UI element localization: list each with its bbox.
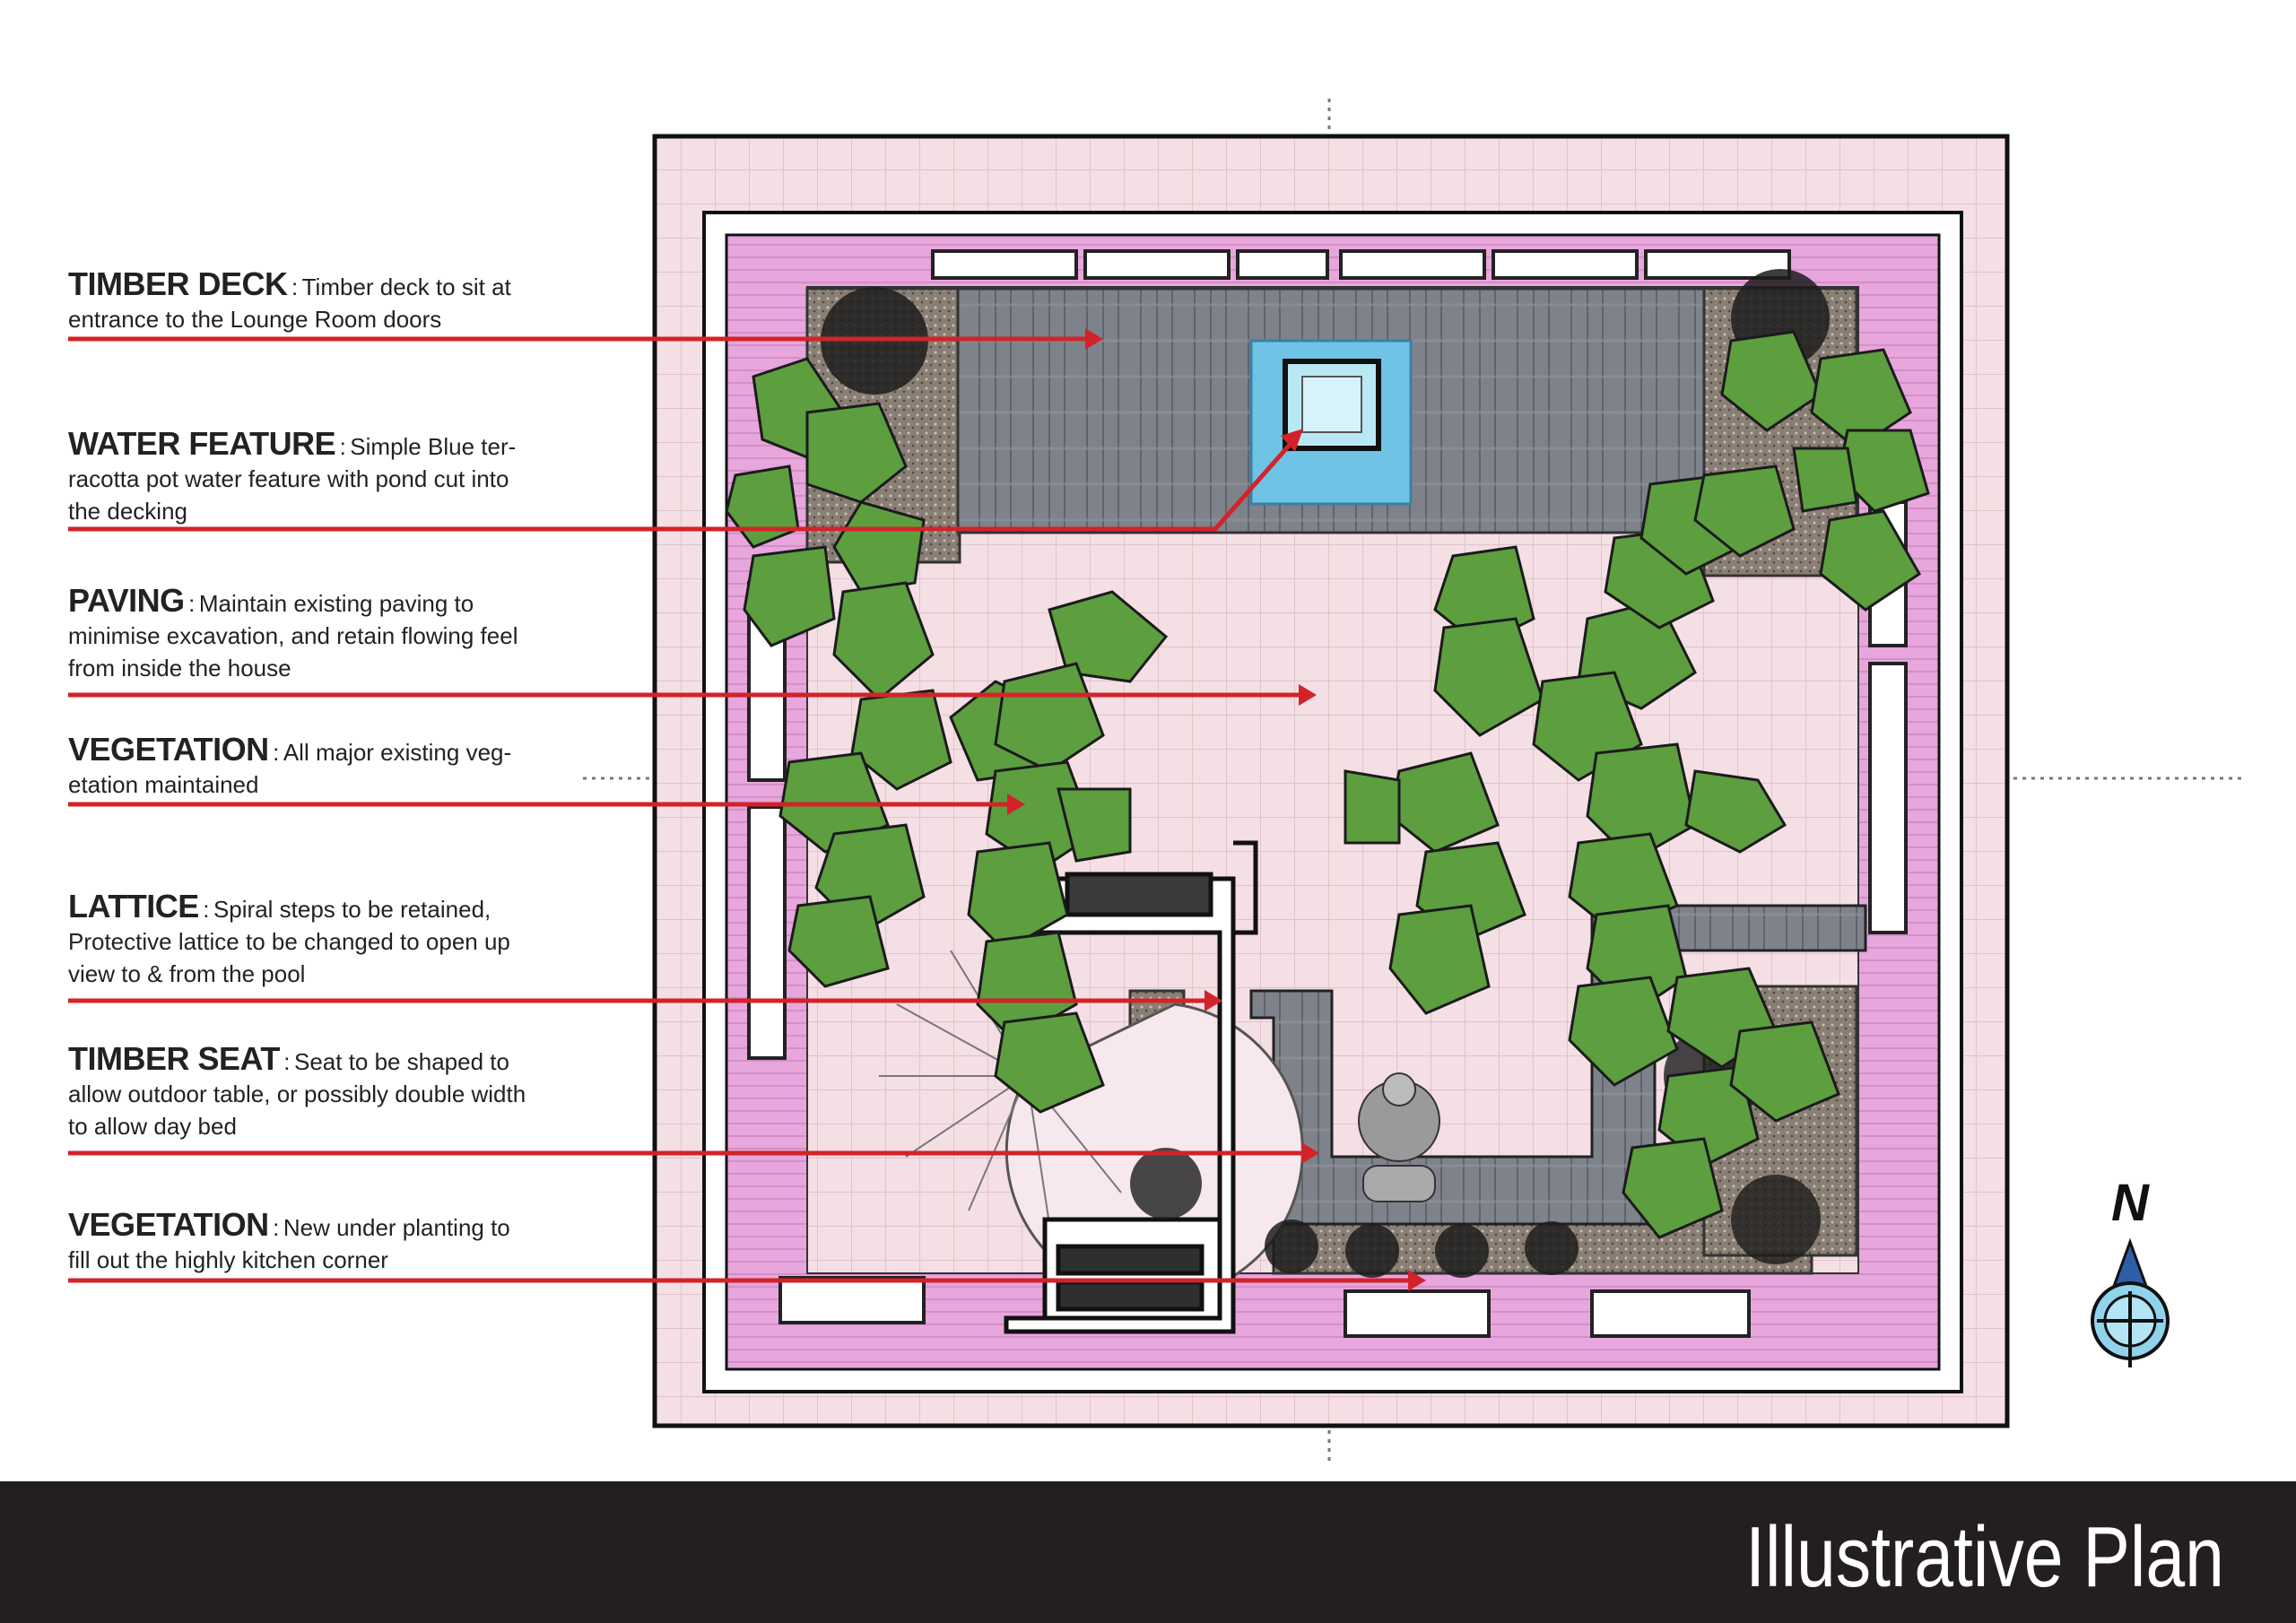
seated-figure bbox=[1358, 1072, 1440, 1202]
annotation-water-feature: WATER FEATURE : Simple Blue ter-racotta … bbox=[68, 425, 535, 527]
annotation-separator: : bbox=[203, 896, 210, 923]
north-label: N bbox=[2111, 1174, 2149, 1232]
annotation-heading: LATTICE bbox=[68, 888, 199, 924]
annotation-lattice: LATTICE : Spiral steps to be retained, P… bbox=[68, 888, 535, 990]
annotation-separator: : bbox=[273, 739, 280, 766]
annotation-separator: : bbox=[283, 1048, 291, 1075]
annotation-text: All major existing veg-etation maintaine… bbox=[68, 739, 512, 798]
annotation-text: Timber deck to sit at entrance to the Lo… bbox=[68, 273, 511, 333]
leader-water-feature bbox=[68, 436, 1298, 532]
annotation-separator: : bbox=[273, 1214, 280, 1241]
window-frames bbox=[747, 249, 1908, 1338]
leader-arrowheads bbox=[1007, 328, 1426, 1291]
annotation-vegetation-new: VEGETATION : New under planting to fill … bbox=[68, 1206, 535, 1276]
annotation-text: Simple Blue ter-racotta pot water featur… bbox=[68, 433, 517, 525]
annotation-separator: : bbox=[291, 273, 299, 300]
annotation-separator: : bbox=[188, 590, 196, 617]
water-feature bbox=[1249, 339, 1413, 506]
footer-bar: Illustrative Plan bbox=[0, 1481, 2296, 1623]
annotation-heading: VEGETATION bbox=[68, 731, 269, 768]
annotation-text: Spiral steps to be retained, Protective … bbox=[68, 896, 510, 987]
annotation-heading: TIMBER SEAT bbox=[68, 1040, 280, 1077]
annotation-timber-seat: TIMBER SEAT : Seat to be shaped to allow… bbox=[68, 1040, 535, 1142]
annotation-separator: : bbox=[339, 433, 346, 460]
leader-lines bbox=[68, 336, 1413, 1283]
page-title: Illustrative Plan bbox=[1745, 1509, 2224, 1605]
north-arrow bbox=[2091, 1237, 2170, 1367]
annotation-timber-deck: TIMBER DECK : Timber deck to sit at entr… bbox=[68, 265, 535, 335]
annotation-text: Seat to be shaped to allow outdoor table… bbox=[68, 1048, 526, 1140]
timber-seat bbox=[1249, 904, 1867, 1226]
annotation-text: Maintain existing paving to minimise exc… bbox=[68, 590, 518, 681]
annotation-heading: TIMBER DECK bbox=[68, 265, 288, 302]
annotation-paving: PAVING : Maintain existing paving to min… bbox=[68, 582, 535, 684]
annotation-vegetation-existing: VEGETATION : All major existing veg-etat… bbox=[68, 731, 535, 801]
annotation-heading: WATER FEATURE bbox=[68, 425, 336, 462]
annotation-heading: PAVING bbox=[68, 582, 185, 619]
annotation-heading: VEGETATION bbox=[68, 1206, 269, 1243]
vegetation-foliage bbox=[725, 330, 1930, 1239]
annotation-text: New under planting to fill out the highl… bbox=[68, 1214, 510, 1273]
